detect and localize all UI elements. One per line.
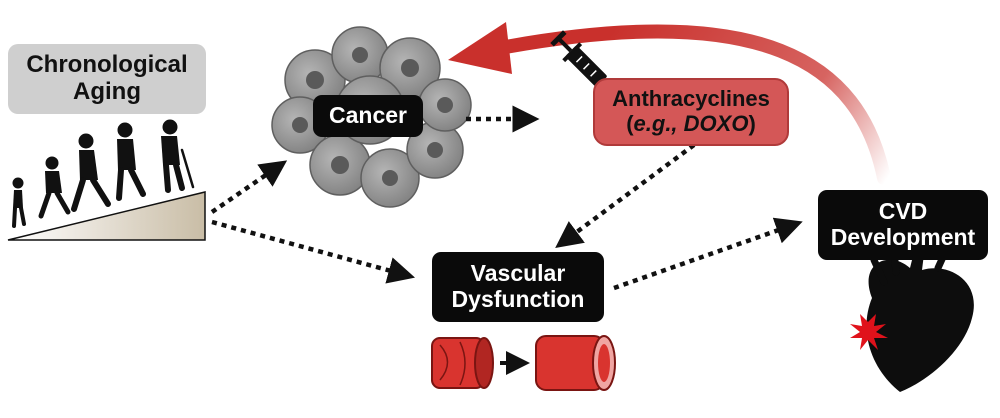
damage-starburst-icon <box>850 314 888 350</box>
vessel-constricted <box>431 337 494 389</box>
anthracyclines-line2: (e.g., DOXO) <box>626 111 756 137</box>
arrow-anthracyclines-to-vascular <box>555 143 696 249</box>
node-cvd-development: CVD Development <box>818 190 988 260</box>
arrow-vascular-to-cvd <box>613 217 803 291</box>
node-vascular-dysfunction: Vascular Dysfunction <box>432 252 604 322</box>
cvd-line1: CVD <box>878 198 928 225</box>
feedback-arrow <box>448 22 891 185</box>
people-aging-silhouettes-icon <box>12 119 195 228</box>
heart-icon <box>866 242 974 392</box>
vascular-line1: Vascular <box>470 260 566 287</box>
ramp-icon <box>7 191 206 241</box>
blood-vessel-icon <box>431 335 616 391</box>
anthracyclines-line1: Anthracyclines <box>612 86 770 112</box>
dotted-arrows <box>210 105 803 291</box>
cancer-label: Cancer <box>329 102 407 129</box>
anthracyclines-paren-open: ( <box>626 111 634 136</box>
vascular-line2: Dysfunction <box>451 286 585 312</box>
arrow-aging-to-cancer <box>210 160 288 214</box>
arrow-aging-to-vascular <box>211 219 416 284</box>
aging-line2: Aging <box>73 78 141 105</box>
vessel-dilated <box>535 335 616 391</box>
node-chronological-aging: Chronological Aging <box>8 44 206 114</box>
node-anthracyclines: Anthracyclines (e.g., DOXO) <box>593 78 789 146</box>
node-cancer: Cancer <box>313 95 423 137</box>
cvd-line2: Development <box>830 224 976 250</box>
anthracyclines-paren-close: ) <box>748 111 756 136</box>
aging-line1: Chronological <box>26 51 188 79</box>
anthracyclines-example: e.g., DOXO <box>633 111 749 136</box>
